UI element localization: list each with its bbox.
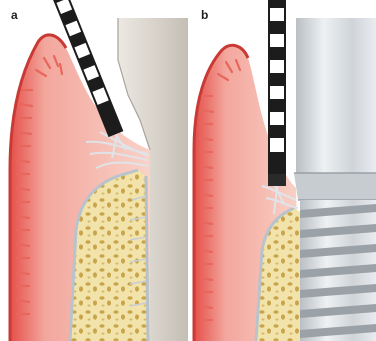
implant-abutment: [296, 18, 376, 173]
panel-a: a: [0, 0, 188, 341]
periodontal-probe-b: [268, 0, 286, 186]
panel-b: b: [188, 0, 376, 341]
panel-a-illustration: [0, 0, 188, 341]
panel-b-illustration: [188, 0, 376, 341]
panel-label-a: a: [11, 9, 18, 21]
implant-collar: [294, 173, 376, 200]
periodontal-ligament: [146, 176, 148, 341]
panel-label-b: b: [201, 9, 208, 21]
